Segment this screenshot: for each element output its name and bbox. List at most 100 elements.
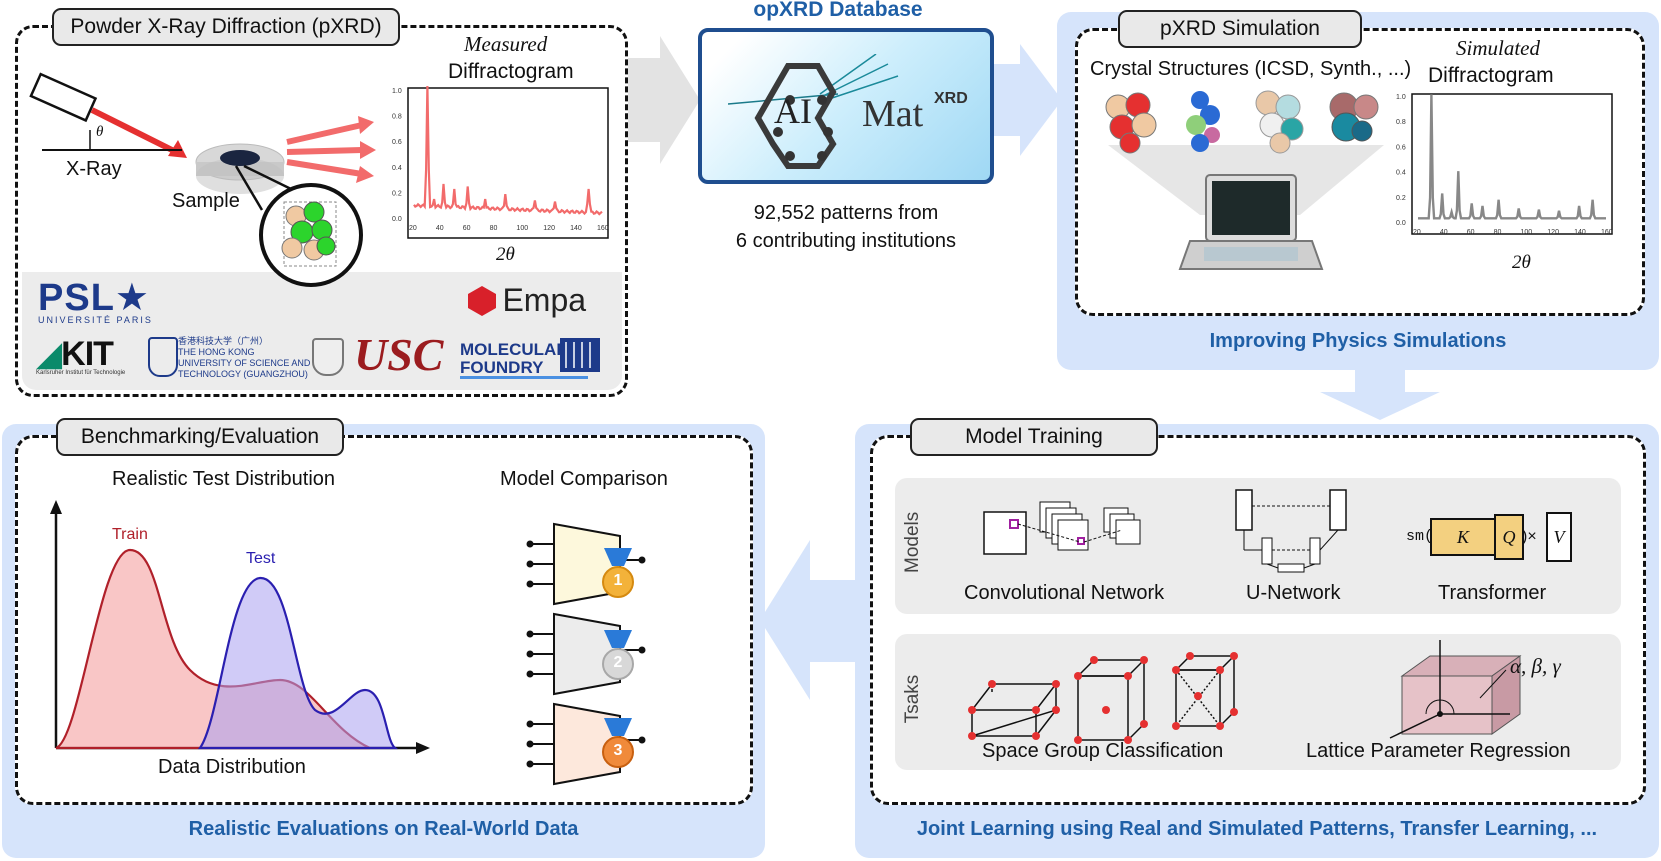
kit-logo: ◢KIT [36,335,114,373]
y-tick-label: 1.0 [1396,94,1406,101]
test-distribution-curve [197,576,399,750]
empa-icon [468,285,496,316]
x-tick-label: 60 [1467,229,1475,236]
key-block: K [1430,518,1496,556]
usc-seal-icon [312,338,344,376]
value-block: V [1546,512,1572,562]
x-tick-label: 40 [1440,229,1448,236]
y-tick-label: 0.6 [392,139,402,146]
query-block: Q [1494,514,1524,560]
training-tab: Model Training [910,418,1158,456]
lattice-icon [1389,640,1522,739]
simulated-title-1: Simulated [1456,36,1540,60]
x-tick-label: 80 [490,225,498,232]
lattice-angles-label: α, β, γ [1510,654,1561,678]
y-tick-label: 0.4 [392,165,402,172]
crystal-structure-4-icon [1329,92,1379,142]
xray-setup [29,72,376,212]
database-count: 92,552 patterns from [753,202,939,224]
y-tick-label: 0.4 [1396,170,1406,177]
molecular-foundry-logo: MOLECULAR FOUNDRY [460,340,569,377]
hkust-shield-icon [148,337,178,377]
pxrd-tab: Powder X-Ray Diffraction (pXRD) [52,8,400,46]
train-label: Train [112,526,148,543]
model-comparison-title: Model Comparison [500,468,668,490]
logo-xrd-text: XRD [934,90,968,107]
space-group-label: Space Group Classification [982,740,1224,762]
usc-logo: USC [354,329,444,380]
database-institutions: 6 contributing institutions [735,230,957,252]
crystal-structure-2-icon [1186,91,1220,152]
measured-title-2: Diffractogram [448,60,574,83]
y-tick-label: 0.2 [392,190,402,197]
xray-beam [90,107,182,157]
transformer-label: Transformer [1438,582,1547,604]
unet-icon [1235,489,1347,573]
database-title: opXRD Database [753,0,923,21]
x-tick-label: 60 [463,225,471,232]
measured-xlabel: 2θ [496,244,515,265]
arrow-sim-to-train [1320,362,1440,420]
bench-tab: Benchmarking/Evaluation [56,418,344,456]
models-label: Models [902,511,923,573]
x-tick-label: 140 [570,225,582,232]
y-tick-label: 0.0 [392,216,402,223]
model-3-icon [526,702,646,786]
x-tick-label: 140 [1574,229,1586,236]
crystal-structure-3-icon [1255,90,1304,154]
model-2-icon [526,612,646,696]
logo-ai-text: AI [774,91,812,131]
x-tick-label: 100 [516,225,528,232]
lattice-label: Lattice Parameter Regression [1306,740,1571,762]
test-label: Test [246,550,276,567]
x-tick-label: 20 [409,225,417,232]
x-tick-label: 20 [1413,229,1421,236]
times-symbol: )× [1522,528,1537,545]
tasks-label: Tsaks [902,674,923,724]
x-tick-label: 120 [543,225,555,232]
y-tick-label: 0.6 [1396,144,1406,151]
crystal-laptop-illustration [1105,90,1384,270]
gold-medal-icon: 1 [600,548,636,607]
x-tick-label: 80 [1494,229,1502,236]
silver-medal-icon: 2 [600,630,636,689]
unet-label: U-Network [1246,582,1341,604]
laptop-icon [1178,174,1324,270]
empa-logo: Empa [466,282,586,319]
foundry-underline [460,376,588,379]
y-tick-label: 0.8 [1396,119,1406,126]
simulated-title-2: Diffractogram [1428,64,1554,87]
arrow-db-to-sim [985,44,1062,156]
cnn-icon [983,501,1141,555]
x-tick-label: 160 [597,225,609,232]
kit-subtitle: Karlsruher Institut für Technologie [36,370,126,376]
arrow-train-to-bench [760,540,860,700]
theta-label: θ [96,124,104,140]
training-caption: Joint Learning using Real and Simulated … [916,818,1598,840]
softmax-label: sm( [1406,528,1434,545]
sample-label: Sample [172,190,240,212]
simulated-xlabel: 2θ [1512,252,1531,273]
simulation-caption: Improving Physics Simulations [1209,330,1507,352]
aimat-logo [728,54,899,169]
logo-mat-text: Mat [862,93,924,135]
y-tick-label: 0.0 [1396,220,1406,227]
psl-logo: PSL★ [38,277,150,319]
x-tick-label: 40 [436,225,444,232]
y-tick-label: 1.0 [392,88,402,95]
arrow-pxrd-to-db [620,36,700,164]
x-tick-label: 120 [1547,229,1559,236]
data-distribution-label: Data Distribution [158,756,306,778]
x-tick-label: 160 [1601,229,1613,236]
crystal-zoom-icon [259,183,363,287]
simulation-tab: pXRD Simulation [1118,10,1362,48]
bronze-medal-icon: 3 [600,718,636,777]
database-box[interactable] [698,28,994,184]
x-tick-label: 100 [1520,229,1532,236]
realistic-dist-title: Realistic Test Distribution [112,468,336,490]
cnn-label: Convolutional Network [964,582,1165,604]
foundry-building-icon [560,338,600,372]
